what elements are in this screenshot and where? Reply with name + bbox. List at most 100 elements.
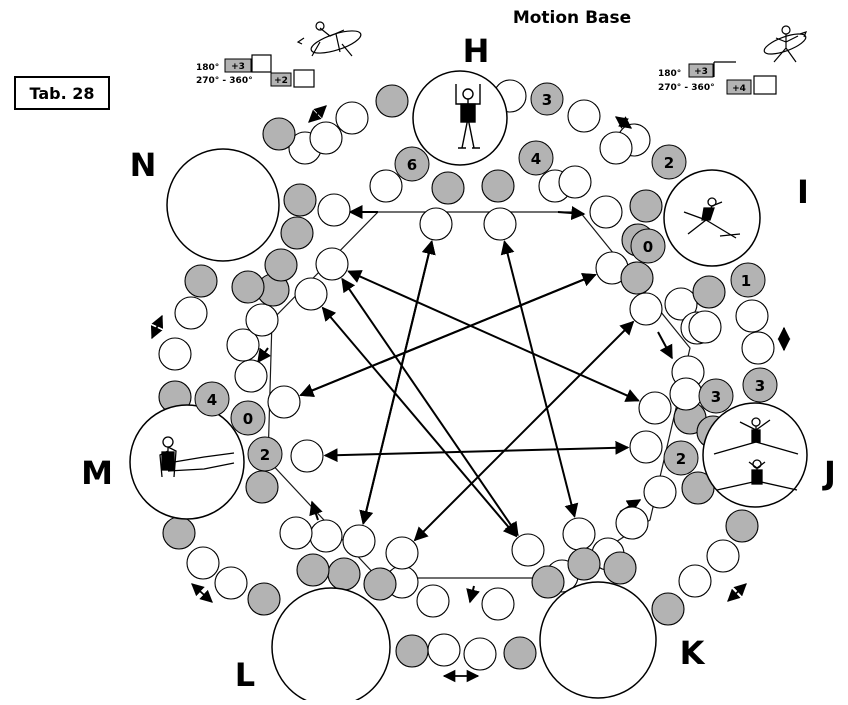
step-circle [615,506,649,540]
step-circle [706,539,740,573]
step-circle [416,584,450,618]
step-circle [214,566,248,600]
rotation-table-left: 180° +3 270° - 360° +2 [196,54,315,88]
step-circle [234,359,268,393]
step-circle [629,430,663,464]
rotation-bonus: +3 [231,62,245,72]
step-value: 3 [755,377,765,395]
step-circle [599,131,633,165]
step-circle [162,516,196,550]
step-circle [174,296,208,330]
node-circle-j [702,402,808,508]
rotation-degree: 270° - 360° [658,83,715,93]
connection-arrow [323,440,630,463]
step-circle [309,519,343,553]
double-arrow-icon [614,116,633,129]
rotation-bonus: +3 [694,67,708,77]
step-circle [629,292,663,326]
step-value: 2 [260,446,270,464]
step-value: 2 [676,450,686,468]
node-label-i: I [797,173,809,211]
step-circle [158,337,192,371]
step-values: 3 6 4 2 0 1 3 3 2 4 0 2 [194,82,778,476]
node-circle-k [539,581,657,699]
step-circle [531,565,565,599]
connection-arrow [347,270,640,402]
step-circle [503,636,537,670]
table-label: Tab. 28 [14,76,110,110]
step-value: 3 [542,91,552,109]
step-circle [395,634,429,668]
step-circle [688,310,722,344]
step-circle [327,557,361,591]
step-circle [562,517,596,551]
node-label-k: K [680,634,706,672]
step-circle [186,546,220,580]
edge-arrow [466,585,480,604]
step-circle [369,169,403,203]
step-circle [309,121,343,155]
double-arrow-icons [150,105,791,683]
node-label-m: M [81,454,113,492]
step-circle [280,216,314,250]
step-circle [567,99,601,133]
node-circle-h [412,70,508,166]
diagram-title: Motion Base [513,8,631,28]
step-circle [431,171,465,205]
step-circle [279,516,313,550]
step-circle [262,117,296,151]
rotation-degree: 270° - 360° [196,76,253,86]
rotation-figure-icon [296,21,362,57]
step-circle [589,195,623,229]
step-circle [247,582,281,616]
step-circle [651,592,685,626]
step-circle [363,567,397,601]
rotation-bonus: +4 [732,84,746,94]
double-arrow-icon [191,583,213,603]
step-circle [511,533,545,567]
node-label-l: L [235,656,255,694]
node-circle-m [129,404,245,520]
step-circle [741,331,775,365]
rotation-degree: 180° [658,69,681,79]
edge-arrow [657,331,673,360]
step-circle [296,553,330,587]
step-circle [317,193,351,227]
connection-arrow [359,240,436,525]
step-circle [427,633,461,667]
node-circle-l [271,587,391,705]
step-circle [294,277,328,311]
step-circle [629,189,663,223]
step-circle [385,536,419,570]
rotation-bonus: +2 [274,76,288,86]
double-arrow-icon [727,583,747,602]
gymnast-figure-icon [455,84,481,149]
node-label-h: H [463,32,490,70]
node-circle-i [663,169,761,267]
step-circle [283,183,317,217]
step-circle [463,637,497,671]
step-circle [664,287,698,321]
rotation-table-right: 180° +3 270° - 360° +4 [658,61,777,95]
step-circle [669,377,703,411]
step-circle [264,248,298,282]
gymnast-figure-icon [683,197,741,239]
step-circle [419,207,453,241]
step-value: 4 [531,150,541,168]
step-circle [481,169,515,203]
step-circle [184,264,218,298]
connection-arrows [257,205,673,604]
node-label-j: J [822,454,836,492]
rotation-figure-icon [763,25,808,63]
step-circle [342,524,376,558]
connection-arrow [341,277,519,537]
edge-arrow [309,500,323,521]
edge-arrow [257,347,272,364]
step-circle [245,303,279,337]
step-circle [290,439,324,473]
step-value: 2 [664,154,674,172]
step-circle [678,564,712,598]
step-circle [375,84,409,118]
